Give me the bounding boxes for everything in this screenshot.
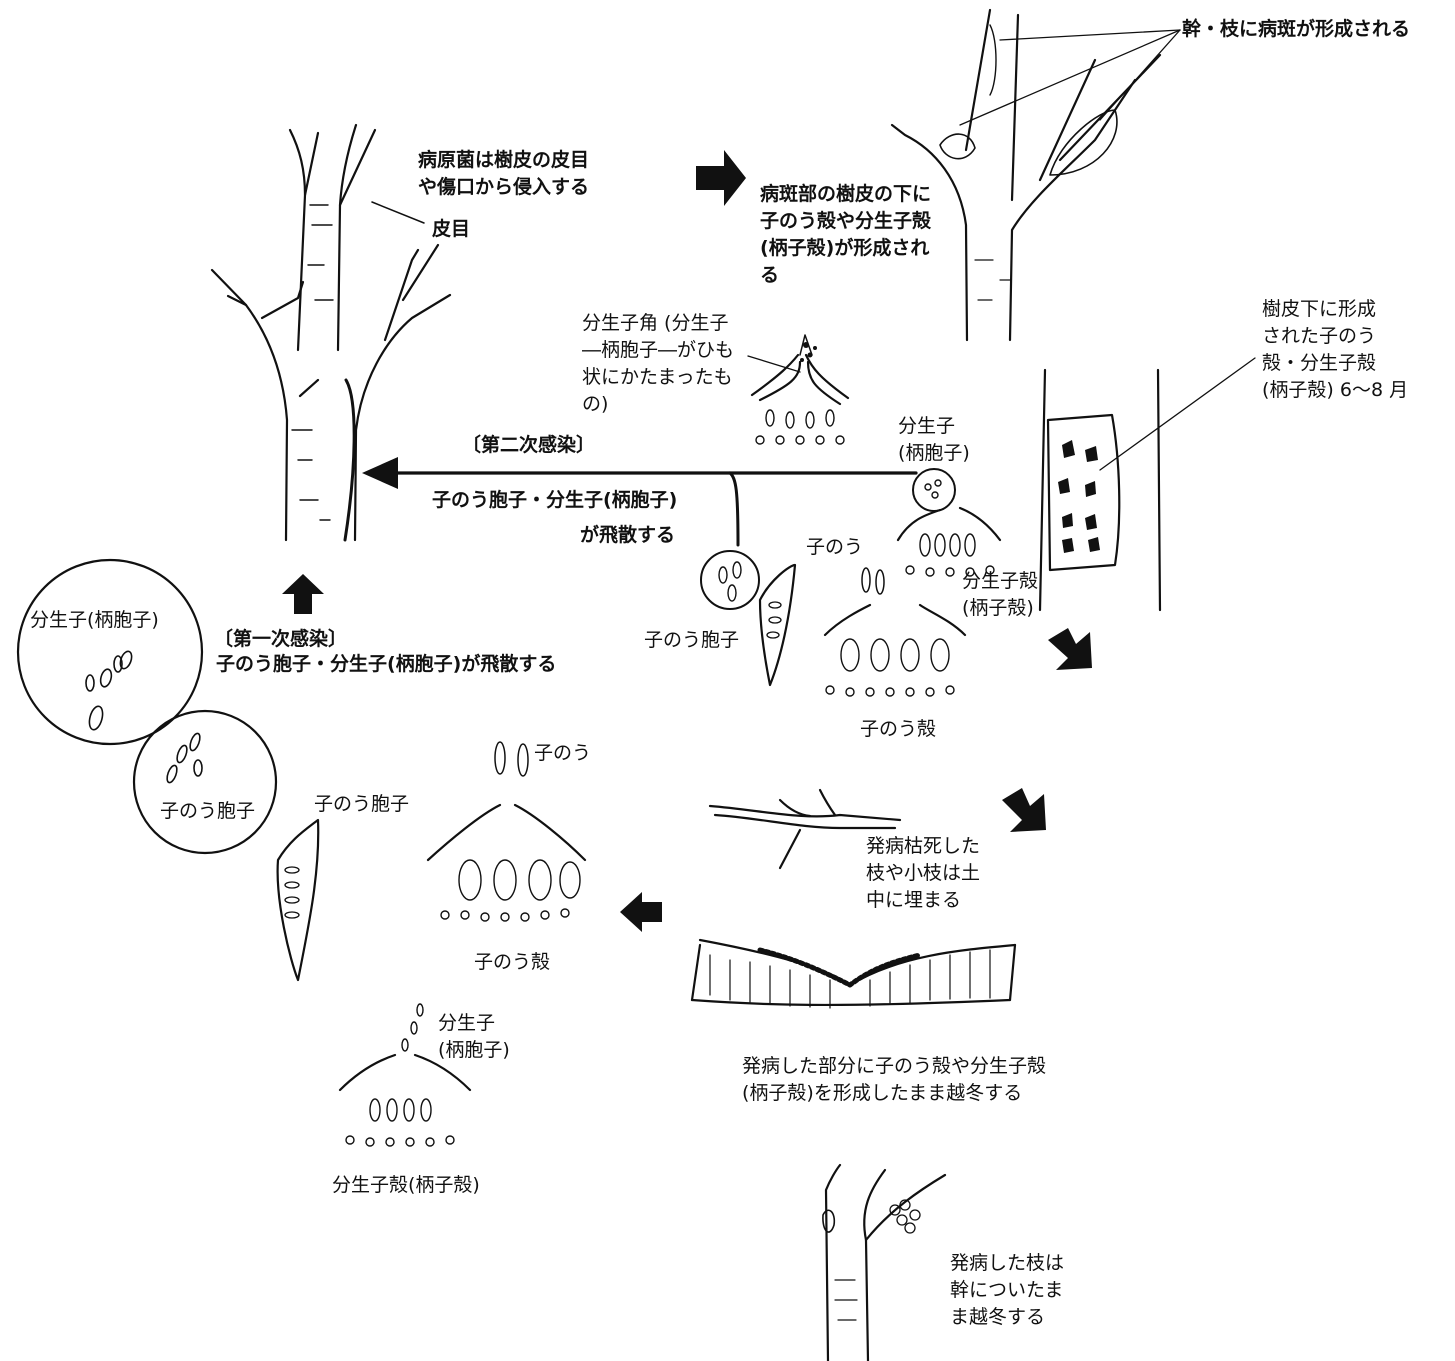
right-arrow-icon	[696, 150, 746, 206]
label-trunk-branch-lesions: 幹・枝に病斑が形成される	[1182, 16, 1410, 43]
label-circle-ascospore: 子のう胞子	[160, 798, 255, 825]
label-ascospore-mid: 子のう胞子	[644, 627, 739, 654]
ascospore-circle	[134, 711, 276, 853]
label-subbark-formation: 樹皮下に形成 された子のう 殻・分生子殻 (柄子殻) 6〜8 月	[1262, 296, 1408, 404]
label-conidial-horn: 分生子角 (分生子 ―柄胞子―がひも 状にかたまったも の)	[582, 310, 734, 418]
label-overwinter-branch: 発病した枝は 幹についたま ま越冬する	[950, 1250, 1064, 1331]
label-secondary-infection: 〔第二次感染〕	[462, 432, 595, 459]
lesioned-tree-illustration	[892, 10, 1180, 340]
label-pathogen-entry: 病原菌は樹皮の皮目 や傷口から侵入する	[418, 147, 589, 201]
pycnidium-illustration	[898, 469, 1000, 576]
label-ascospore-lower: 子のう胞子	[314, 791, 409, 818]
left-arrow-icon	[620, 892, 662, 932]
label-circle-conidium: 分生子(柄胞子)	[30, 607, 159, 634]
bark-section-illustration	[1040, 358, 1255, 610]
label-dead-twigs: 発病枯死した 枝や小枝は土 中に埋まる	[866, 833, 980, 914]
overwintering-tissue-illustration	[692, 940, 1015, 1008]
infected-tree-illustration	[212, 125, 450, 540]
label-ascus-lower: 子のう	[534, 740, 591, 767]
lower-perithecium-illustration	[428, 742, 585, 921]
up-arrow-icon	[282, 574, 324, 614]
label-conidium-lower: 分生子 (柄胞子)	[438, 1010, 510, 1064]
label-secondary-dispersal-1: 子のう胞子・分生子(柄胞子)	[432, 487, 677, 514]
label-perithecium-lower: 子のう殻	[474, 949, 550, 976]
overwintering-branch-illustration	[823, 1165, 945, 1361]
lower-ascus-illustration	[278, 820, 319, 980]
label-lenticel: 皮目	[432, 216, 470, 243]
label-primary-dispersal: 子のう胞子・分生子(柄胞子)が飛散する	[216, 651, 556, 678]
label-conidium-top: 分生子 (柄胞子)	[898, 413, 970, 467]
conidial-horn-illustration	[748, 335, 848, 444]
label-ascus-mid: 子のう	[806, 534, 863, 561]
conidium-circle	[18, 560, 202, 744]
down-right-arrow-icon	[1048, 628, 1092, 670]
label-pycnidium-mid: 分生子殻 (柄子殻)	[962, 568, 1038, 622]
label-overwinter-tissue: 発病した部分に子のう殻や分生子殻 (柄子殻)を形成したまま越冬する	[742, 1053, 1046, 1107]
label-perithecium-mid: 子のう殻	[860, 716, 936, 743]
label-pycnidium-lower: 分生子殻(柄子殻)	[332, 1172, 480, 1199]
down-right-arrow-icon-2	[1002, 788, 1046, 832]
label-fruiting-under-bark: 病斑部の樹皮の下に 子のう殻や分生子殻 (柄子殻)が形成され る	[760, 181, 931, 289]
label-secondary-dispersal-2: が飛散する	[580, 522, 675, 549]
label-primary-infection: 〔第一次感染〕	[214, 626, 347, 653]
